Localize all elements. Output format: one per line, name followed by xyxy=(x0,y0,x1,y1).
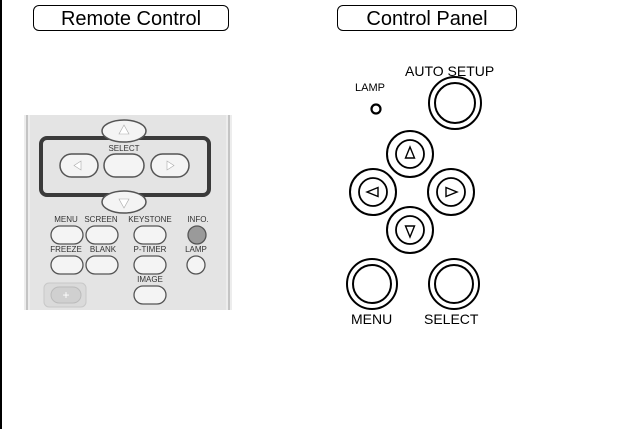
menu-label: MENU xyxy=(351,311,393,327)
remote-right-button[interactable] xyxy=(150,153,190,178)
panel-right-button[interactable] xyxy=(427,168,475,216)
control-panel-header: Control Panel xyxy=(337,5,517,31)
remote-ptimer-button[interactable] xyxy=(133,255,167,275)
panel-up-button[interactable] xyxy=(386,130,434,178)
remote-blank-label: BLANK xyxy=(90,245,117,254)
triangle-down-icon xyxy=(404,225,416,239)
remote-keystone-label: KEYSTONE xyxy=(128,215,171,224)
remote-left-button[interactable] xyxy=(59,153,99,178)
select-label: SELECT xyxy=(424,311,479,327)
remote-up-button[interactable] xyxy=(101,119,147,143)
remote-freeze-button[interactable] xyxy=(50,255,84,275)
remote-select-label: SELECT xyxy=(108,144,139,153)
triangle-up-icon xyxy=(118,124,130,135)
plus-icon: + xyxy=(62,288,69,302)
remote-info-button[interactable] xyxy=(187,225,207,245)
remote-lamp-label: LAMP xyxy=(185,245,207,254)
remote-lamp-button[interactable] xyxy=(186,255,206,275)
triangle-right-icon xyxy=(445,186,459,198)
auto-setup-label: AUTO SETUP xyxy=(405,63,495,79)
control-panel-buttons xyxy=(346,76,482,310)
remote-menu-label: MENU xyxy=(54,215,78,224)
triangle-up-icon xyxy=(404,145,416,159)
panel-down-button[interactable] xyxy=(386,206,434,254)
triangle-left-icon xyxy=(73,160,82,171)
remote-control-header: Remote Control xyxy=(33,5,229,31)
lamp-indicator-label: LAMP xyxy=(355,82,385,94)
remote-ptimer-label: P-TIMER xyxy=(134,245,167,254)
remote-volume-button[interactable]: + xyxy=(43,282,87,308)
remote-screen-label: SCREEN xyxy=(84,215,118,224)
panel-menu-button[interactable] xyxy=(346,258,398,310)
left-border-line xyxy=(0,0,2,429)
panel-left-button[interactable] xyxy=(349,168,397,216)
remote-screen-button[interactable] xyxy=(85,225,119,245)
remote-info-label: INFO. xyxy=(187,215,208,224)
remote-freeze-label: FREEZE xyxy=(50,245,82,254)
remote-image-button[interactable] xyxy=(133,285,167,305)
remote-image-label: IMAGE xyxy=(137,275,163,284)
lamp-indicator-light xyxy=(370,103,382,115)
remote-blank-button[interactable] xyxy=(85,255,119,275)
remote-down-button[interactable] xyxy=(101,190,147,214)
remote-select-button[interactable] xyxy=(103,153,145,178)
remote-control-image: SELECT MENU SCREEN KEYSTONE INFO. FREEZE… xyxy=(24,115,232,310)
triangle-right-icon xyxy=(166,160,175,171)
triangle-left-icon xyxy=(365,186,379,198)
remote-menu-button[interactable] xyxy=(50,225,84,245)
remote-keystone-button[interactable] xyxy=(133,225,167,245)
panel-select-button[interactable] xyxy=(428,258,480,310)
triangle-down-icon xyxy=(118,198,130,209)
auto-setup-button[interactable] xyxy=(428,76,482,130)
